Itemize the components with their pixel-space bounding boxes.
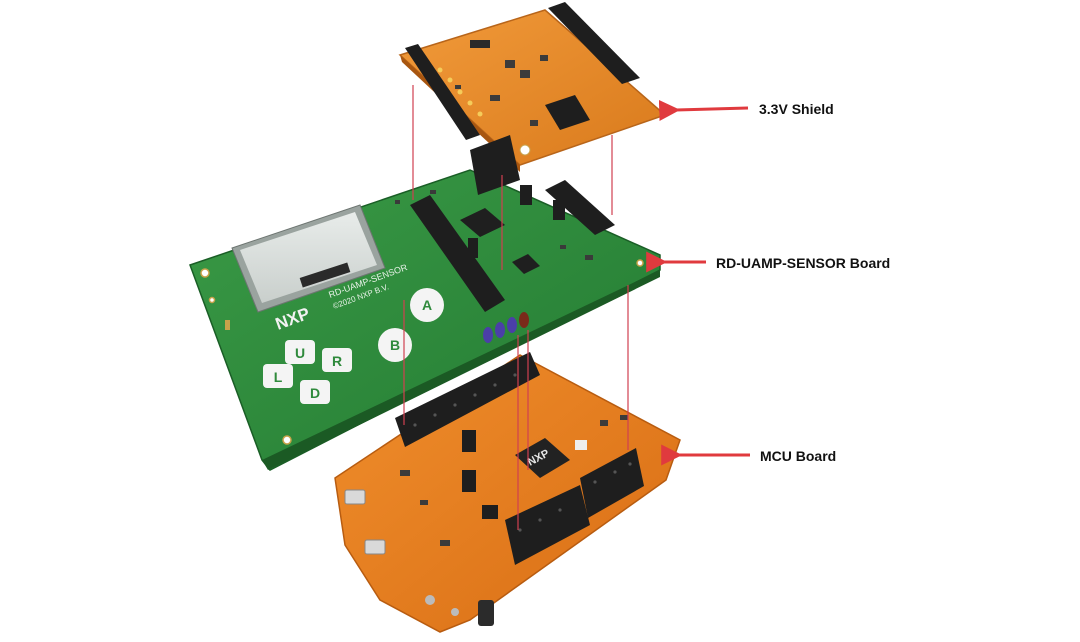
mcu-header-bottom — [505, 485, 590, 565]
dpad-right-label: R — [332, 353, 342, 369]
mcu-components — [400, 415, 628, 616]
mcu-jumper-1 — [462, 430, 476, 452]
lcd-display — [231, 204, 386, 313]
sensor-jumper-1 — [468, 238, 478, 258]
mcu-header-right — [580, 448, 644, 518]
sensor-board-edge — [262, 270, 660, 470]
sensor-board: NXP RD-UAMP-SENSOR ©2020 NXP B.V. U L R … — [189, 169, 661, 471]
mcu-jumper-2 — [462, 470, 476, 492]
shield-jumper-block — [545, 95, 590, 130]
dpad: U L R D — [263, 340, 352, 404]
sensor-leds — [483, 312, 529, 343]
mcu-standoff — [478, 600, 494, 626]
sensor-board-callout-label: RD-UAMP-SENSOR Board — [716, 255, 891, 271]
shield-gold-pads — [437, 67, 531, 156]
mcu-header-pins — [413, 373, 632, 532]
dpad-up-label: U — [295, 345, 305, 361]
shield-header-right — [548, 2, 640, 84]
sensor-jumper-2 — [520, 185, 532, 205]
sensor-ic-main — [460, 208, 505, 237]
mcu-chip — [515, 438, 570, 478]
dpad-down — [300, 380, 330, 404]
shield-header-left — [405, 44, 480, 140]
sensor-components — [225, 190, 593, 330]
mcu-board: NXP — [334, 352, 681, 633]
usb-connector-1 — [344, 489, 366, 505]
button-a — [410, 288, 444, 322]
button-b-label: B — [390, 337, 400, 353]
sensor-mount-holes — [200, 259, 644, 445]
dpad-up — [285, 340, 315, 364]
usb-connector-2 — [364, 539, 386, 555]
shield-callout-label: 3.3V Shield — [759, 101, 834, 117]
sensor-jumper-3 — [553, 200, 565, 220]
dpad-down-label: D — [310, 385, 320, 401]
arrow-shield — [658, 99, 749, 121]
mcu-board-callout-label: MCU Board — [760, 448, 837, 464]
dpad-left-label: L — [274, 369, 283, 385]
callout-arrows — [646, 99, 750, 466]
mcu-jumper-3 — [482, 505, 498, 519]
mcu-header-left — [395, 352, 540, 447]
shield-board — [398, 2, 667, 195]
dpad-right — [322, 348, 352, 372]
dpad-left — [263, 364, 293, 388]
shield-header-bottom — [470, 135, 520, 195]
sensor-header-main — [410, 195, 505, 312]
shield-components — [455, 40, 548, 126]
sensor-ic-small — [512, 254, 540, 274]
button-a-label: A — [422, 297, 432, 313]
sensor-header-side — [545, 180, 615, 235]
alignment-lines — [403, 85, 629, 530]
